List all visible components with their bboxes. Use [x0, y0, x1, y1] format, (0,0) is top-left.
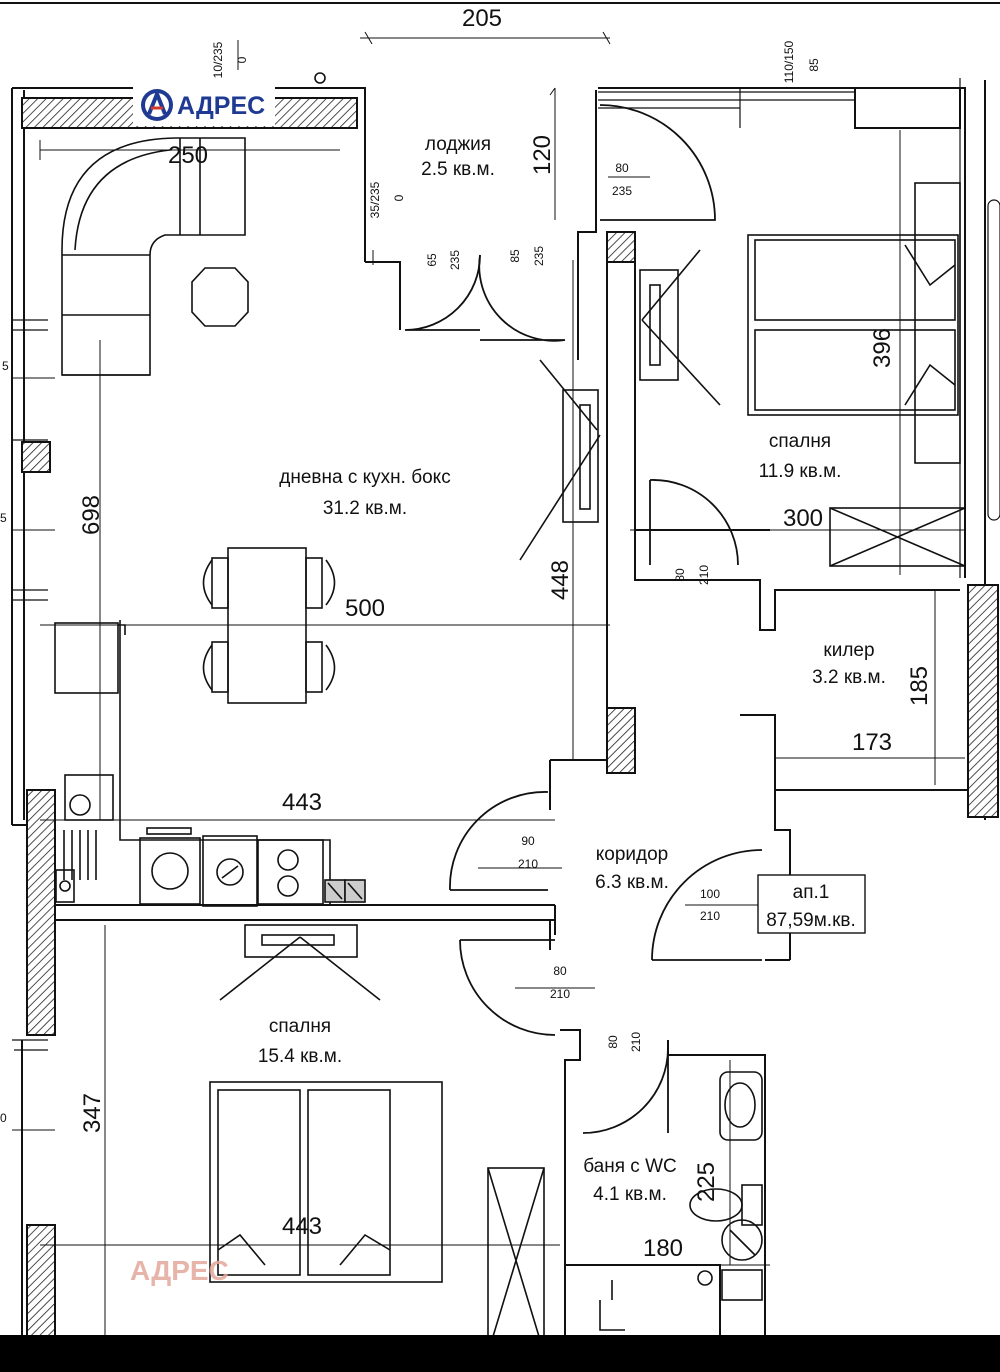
- door-bath-h: 210: [629, 1032, 643, 1052]
- dim-396: 396: [869, 328, 896, 368]
- doors: [404, 104, 763, 1134]
- door-entrance: [651, 849, 763, 961]
- room-area-living: 31.2 кв.м.: [323, 498, 407, 519]
- room-name-living: дневна с кухн. бокс: [279, 467, 450, 488]
- door-loggia1-h: 235: [448, 250, 462, 270]
- brand-logo: АДРЕС: [133, 84, 275, 126]
- room-area-bathroom: 4.1 кв.м.: [593, 1184, 667, 1205]
- door-bed1top-w: 80: [615, 161, 629, 175]
- dim-225: 225: [693, 1162, 720, 1202]
- room-name-bedroom1: спалня: [769, 431, 831, 452]
- dim-185: 185: [906, 666, 933, 706]
- door-loggia2-w: 85: [508, 249, 522, 263]
- room-area-loggia: 2.5 кв.м.: [421, 159, 495, 180]
- dim-180: 180: [643, 1235, 683, 1262]
- dim-173: 173: [852, 729, 892, 756]
- washing-machine: [202, 835, 258, 907]
- door-bedroom2: [459, 939, 556, 1036]
- dimension-values: 205 250 120 698 500 448 396 300 185 173 …: [78, 5, 933, 1262]
- door-entrance-h: 210: [700, 909, 720, 923]
- win-top-right-h: 85: [807, 58, 821, 72]
- door-bed2-h: 210: [550, 987, 570, 1001]
- dim-120: 120: [529, 135, 556, 175]
- door-loggia2-h: 235: [532, 246, 546, 266]
- stove: [257, 839, 324, 905]
- fridge: [54, 622, 119, 694]
- door-living-h: 210: [518, 857, 538, 871]
- room-labels: лоджия 2.5 кв.м. дневна с кухн. бокс 31.…: [258, 134, 886, 1205]
- apartment-badge: ап.1 87,59м.кв.: [757, 874, 866, 934]
- room-name-loggia: лоджия: [425, 134, 491, 155]
- room-name-storage: килер: [823, 640, 874, 661]
- room-area-bedroom2: 15.4 кв.м.: [258, 1046, 342, 1067]
- edge-fragment-2: 5: [0, 511, 7, 525]
- dimension-lines: [12, 31, 965, 1360]
- bed-bedroom2: [209, 1081, 443, 1283]
- apartment-label: ап.1: [793, 882, 830, 903]
- door-loggia-left: [404, 254, 481, 331]
- win-loggia-left-h: 0: [392, 194, 406, 201]
- room-name-corridor: коридор: [596, 844, 669, 865]
- watermark: АДРЕС: [130, 1255, 229, 1286]
- door-bed2-w: 80: [553, 964, 567, 978]
- outer-walls: [11, 80, 986, 1372]
- door-bed1-w: 80: [673, 568, 687, 582]
- dim-443-top: 443: [282, 789, 322, 816]
- win-top-left-w: 10/235: [211, 41, 225, 78]
- dim-250: 250: [168, 142, 208, 169]
- room-name-bedroom2: спалня: [269, 1016, 331, 1037]
- bed-bedroom1: [747, 234, 959, 416]
- door-bed1top-h: 235: [612, 184, 632, 198]
- door-bed1-h: 210: [697, 565, 711, 585]
- room-area-storage: 3.2 кв.м.: [812, 667, 886, 688]
- win-top-right-w: 110/150: [782, 40, 796, 83]
- win-loggia-left-w: 35/235: [368, 181, 382, 218]
- logo-text: АДРЕС: [177, 92, 265, 120]
- apartment-area: 87,59м.кв.: [766, 910, 856, 931]
- door-bedroom1-top: [599, 104, 716, 221]
- furniture: [54, 72, 966, 1354]
- windows: [12, 78, 1000, 1051]
- door-loggia-right: [478, 254, 566, 342]
- room-name-bathroom: баня с WC: [583, 1156, 677, 1177]
- door-entrance-w: 100: [700, 887, 720, 901]
- bath-sink: [719, 1071, 763, 1141]
- dim-205: 205: [462, 5, 502, 32]
- dim-448: 448: [547, 560, 574, 600]
- win-top-left-h: 0: [235, 56, 249, 63]
- watermark-text: АДРЕС: [130, 1255, 229, 1286]
- door-bath: [582, 1047, 669, 1134]
- door-living-w: 90: [521, 834, 535, 848]
- coffee-table: [191, 267, 249, 327]
- dim-347: 347: [79, 1093, 106, 1133]
- dim-500: 500: [345, 595, 385, 622]
- door-bath-w: 80: [606, 1035, 620, 1049]
- interior-walls: [56, 220, 968, 1372]
- edge-fragment-3: 0: [0, 1111, 7, 1125]
- dim-300: 300: [783, 505, 823, 532]
- room-area-bedroom1: 11.9 кв.м.: [759, 461, 842, 482]
- kitchen-sink: [64, 774, 114, 821]
- dim-443-bottom: 443: [282, 1213, 322, 1240]
- wardrobe-bedroom1: [829, 507, 966, 567]
- door-loggia1-w: 65: [425, 253, 439, 267]
- room-area-corridor: 6.3 кв.м.: [595, 872, 669, 893]
- door-bedroom1: [649, 479, 739, 566]
- opening-annotations: 10/235 0 110/150 85 35/235 0 65 235 85 2…: [0, 40, 821, 1125]
- dim-698: 698: [78, 495, 105, 535]
- bottom-bar: [0, 1335, 1000, 1372]
- sofa: [61, 137, 246, 376]
- edge-fragment-1: 5: [2, 359, 9, 373]
